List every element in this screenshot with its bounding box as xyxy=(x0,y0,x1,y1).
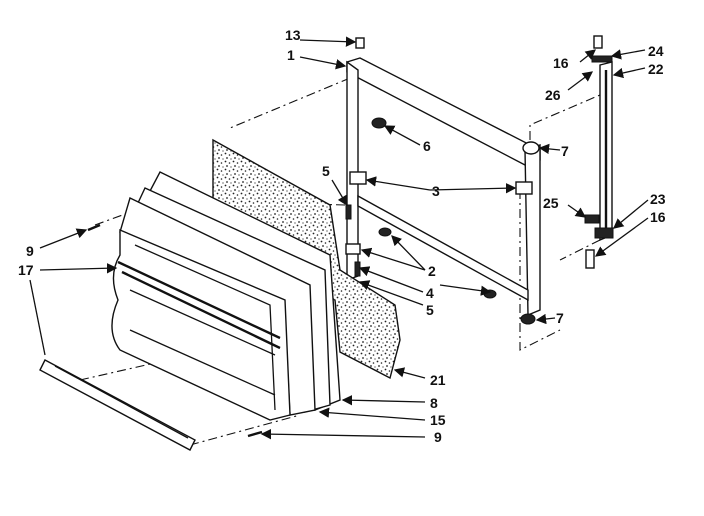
callout-5-bottom: 5 xyxy=(426,302,434,318)
screws xyxy=(87,223,263,438)
callout-9-left: 9 xyxy=(26,243,34,259)
callout-25: 25 xyxy=(543,195,559,211)
callout-2: 2 xyxy=(428,263,436,279)
callout-5-top: 5 xyxy=(322,163,330,179)
callout-23: 23 xyxy=(650,191,666,207)
callout-16-bottom: 16 xyxy=(650,209,666,225)
callout-labels: 13 1 6 3 7 5 2 4 5 7 16 24 22 26 25 23 1… xyxy=(18,27,666,445)
callout-9-bottom: 9 xyxy=(434,429,442,445)
callout-7-top: 7 xyxy=(561,143,569,159)
callout-6: 6 xyxy=(423,138,431,154)
door-frame xyxy=(346,57,541,317)
callout-4: 4 xyxy=(426,285,434,301)
callout-15: 15 xyxy=(430,412,446,428)
callout-22: 22 xyxy=(648,61,664,77)
callout-26: 26 xyxy=(545,87,561,103)
callout-7-bottom: 7 xyxy=(556,310,564,326)
callout-3: 3 xyxy=(432,183,440,199)
callout-1: 1 xyxy=(287,47,295,63)
callout-24: 24 xyxy=(648,43,664,59)
leader-lines xyxy=(29,36,649,440)
callout-16-top: 16 xyxy=(553,55,569,71)
callout-17: 17 xyxy=(18,262,34,278)
inner-door-liner xyxy=(111,228,291,421)
callout-13: 13 xyxy=(285,27,301,43)
trim-strip xyxy=(39,359,196,451)
callout-21: 21 xyxy=(430,372,446,388)
handle-assembly xyxy=(584,35,614,269)
callout-8: 8 xyxy=(430,395,438,411)
